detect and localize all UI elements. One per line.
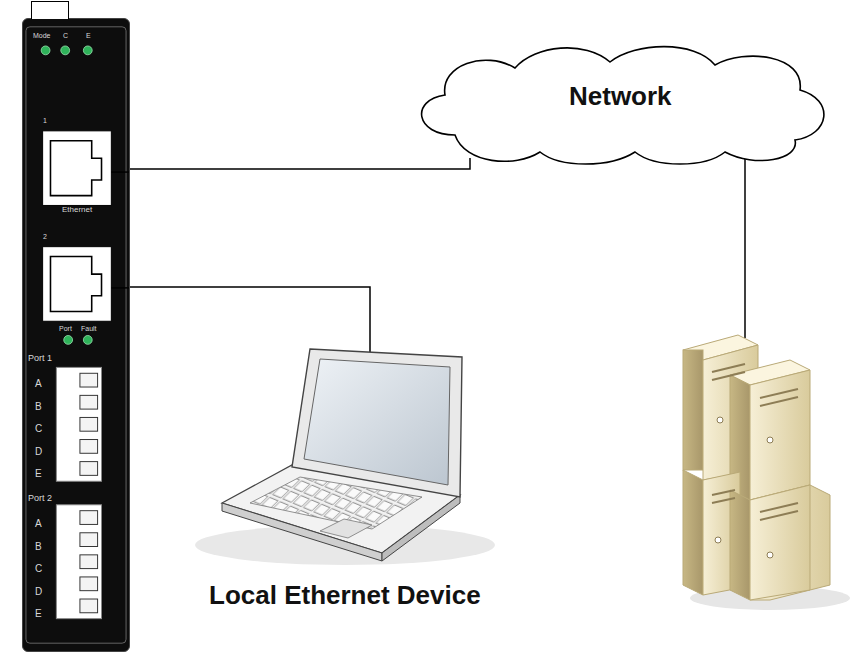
din-clip xyxy=(31,1,69,19)
indicator-label: 1 xyxy=(43,117,47,124)
indicator-label: E xyxy=(86,32,91,39)
terminal-pin: C xyxy=(35,424,42,434)
device-body xyxy=(23,19,129,651)
indicator-label: 2 xyxy=(43,233,47,240)
terminal-pin: E xyxy=(35,469,42,479)
terminal-pin: A xyxy=(35,379,42,389)
terminal-pin: D xyxy=(35,447,42,457)
gateway-device: EthernetPort 1Port 2ModeCE12PortFaultABC… xyxy=(22,18,130,652)
ethernet-cable xyxy=(130,287,370,352)
terminal-pin: E xyxy=(35,609,42,619)
indicator-label: C xyxy=(63,32,68,39)
indicator-label: Port xyxy=(59,325,72,332)
indicator-label: Mode xyxy=(33,32,51,39)
network-cloud: Network xyxy=(395,40,835,168)
terminal-group-label: Port 1 xyxy=(28,354,52,363)
laptop-device: Local Ethernet Device xyxy=(160,345,530,625)
terminal-group-label: Port 2 xyxy=(28,494,52,503)
server-stack xyxy=(683,335,850,610)
terminal-pin: B xyxy=(35,542,42,552)
cloud-label: Network xyxy=(569,83,672,109)
terminal-pin: D xyxy=(35,587,42,597)
terminal-pin: A xyxy=(35,519,42,529)
ethernet-cable xyxy=(130,158,470,169)
port-label: Ethernet xyxy=(62,206,92,214)
terminal-pin: C xyxy=(35,564,42,574)
indicator-label: Fault xyxy=(81,325,97,332)
device-caption: Local Ethernet Device xyxy=(209,582,481,608)
terminal-pin: B xyxy=(35,402,42,412)
network-wire xyxy=(744,150,746,338)
